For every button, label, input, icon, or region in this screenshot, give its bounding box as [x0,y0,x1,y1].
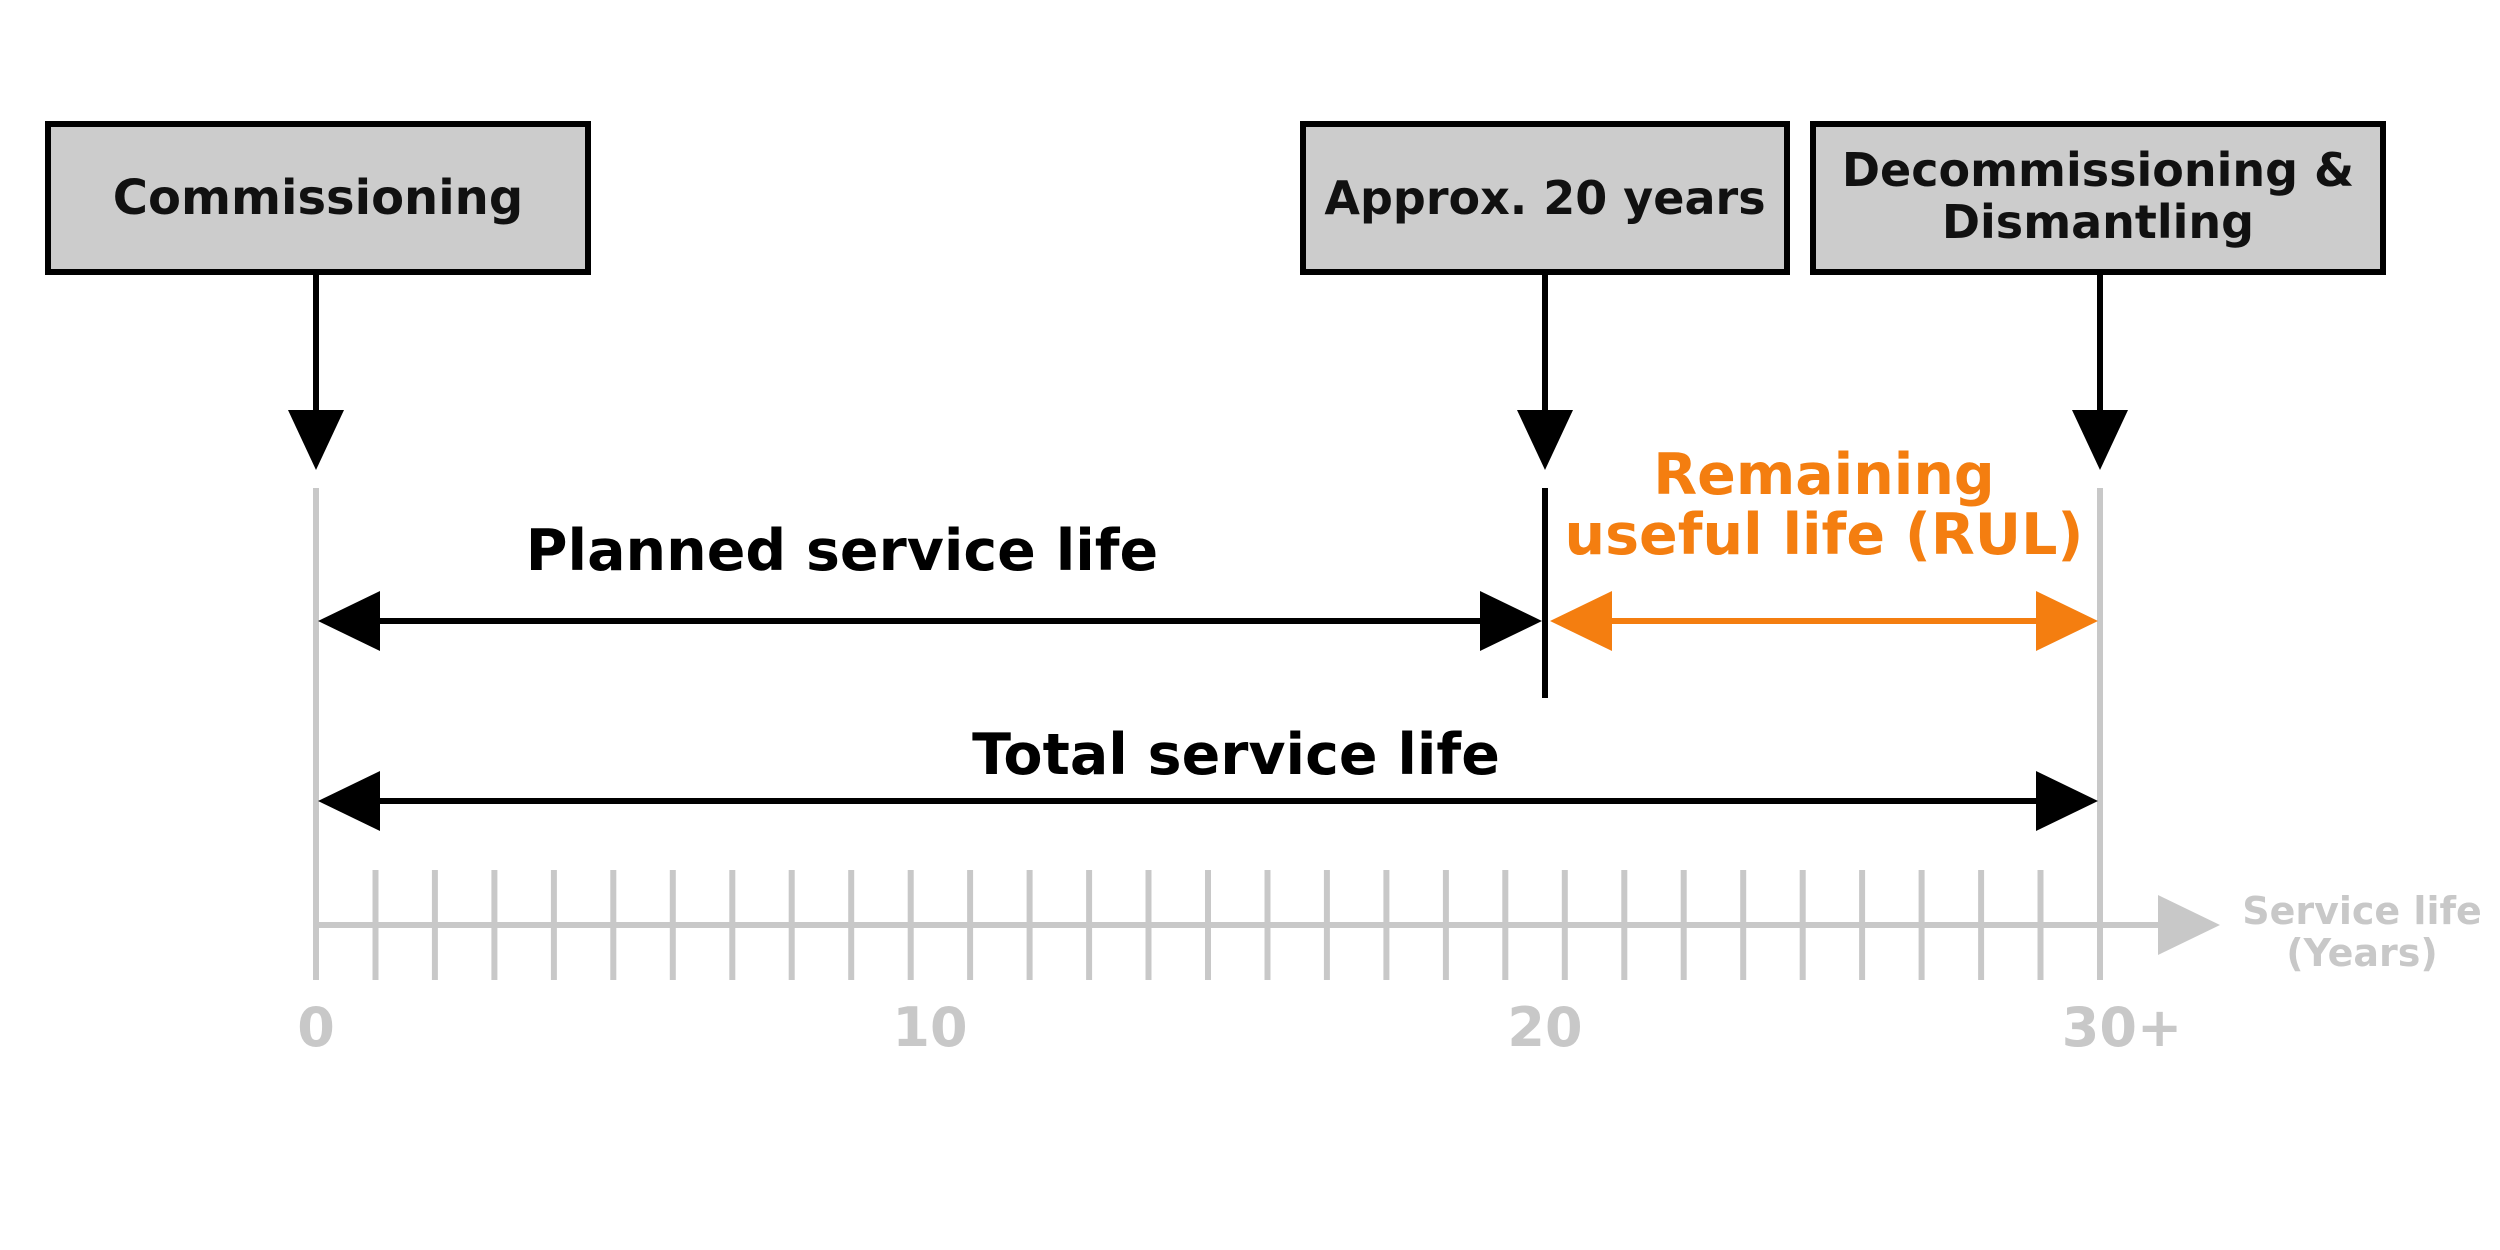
decommissioning-down-arrow [2072,272,2128,470]
planned-service-life-arrow [318,591,1542,651]
axis-ticks [372,870,2044,980]
tick-label-20: 20 [1507,996,1582,1059]
total-service-life-label: Total service life [972,722,1500,788]
commissioning-label: Commissioning [113,170,523,226]
planned-service-life-label: Planned service life [526,518,1158,584]
approx-20-years-box-frame [1300,121,1790,275]
axis-title-line1: Service life [2242,889,2482,933]
commissioning-box: Commissioning [45,121,591,275]
tick-label-10: 10 [892,996,967,1059]
commissioning-down-arrow [288,272,344,470]
tick-label-0: 0 [297,996,335,1059]
tick-label-30-plus: 30+ [2062,996,2182,1059]
rul-arrow [1550,591,2098,651]
rul-label-line2: useful life (RUL) [1565,502,2084,568]
total-service-life-arrow [318,771,2098,831]
commissioning-box-frame [45,121,591,275]
decommissioning-label-line2: Dismantling [1942,195,2254,249]
approx-20-years-label: Approx. 20 years [1324,171,1765,225]
time-axis: 0 10 20 30+ Service life (Years) [297,870,2482,1059]
approx-20-years-box: Approx. 20 years [1300,121,1790,275]
approx-down-arrow [1517,272,1573,470]
axis-title-line2: (Years) [2286,931,2438,975]
axis-arrowhead [2158,895,2220,955]
rul-label-line1: Remaining [1653,442,1994,508]
decommissioning-label-line1: Decommissioning & [1842,143,2354,197]
decommissioning-box: Decommissioning & Dismantling [1810,121,2386,275]
